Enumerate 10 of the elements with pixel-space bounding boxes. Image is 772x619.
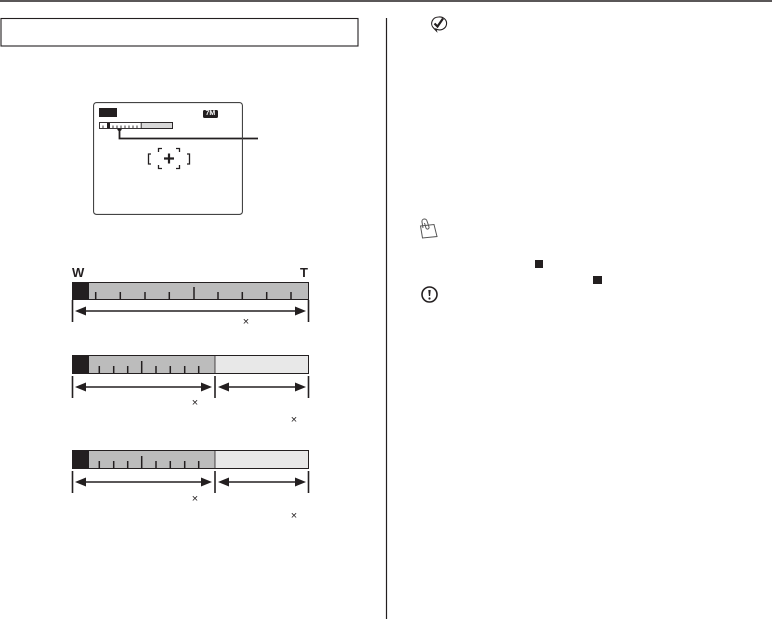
times-sign: ×: [290, 415, 298, 426]
times-sign: ×: [192, 398, 198, 410]
scale-end-label: T: [300, 266, 308, 278]
times-sign: ×: [192, 494, 198, 506]
times-sign: ×: [242, 317, 250, 328]
scale-end-label: W: [72, 266, 84, 278]
screen-frame: [93, 102, 243, 215]
times-sign: ×: [290, 511, 298, 522]
leader-line: [117, 126, 258, 140]
zoom-indicator-bar: [99, 122, 173, 129]
